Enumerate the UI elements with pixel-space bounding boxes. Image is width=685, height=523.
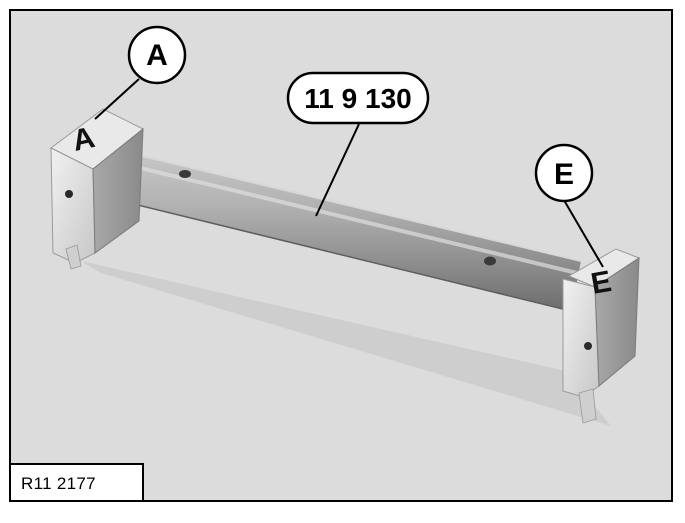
leader-line-e: [560, 194, 604, 268]
rod-hole: [179, 170, 191, 178]
rod-hole: [484, 256, 496, 266]
block-hole: [584, 342, 592, 350]
part-number-label: 11 9 130: [304, 83, 411, 114]
callout-e-label: E: [554, 158, 574, 191]
rod: [100, 147, 582, 312]
right-block: [562, 248, 641, 424]
callout-a-label: A: [146, 39, 168, 72]
left-block: [50, 108, 144, 270]
block-hole: [65, 190, 73, 198]
callout-e: E: [534, 143, 594, 203]
tool-shadow: [81, 261, 611, 426]
callout-part-number: 11 9 130: [286, 71, 430, 125]
callout-a: A: [127, 25, 187, 85]
figure-reference-box: R11 2177: [11, 463, 144, 500]
leader-line-part: [315, 123, 360, 217]
figure-reference: R11 2177: [21, 474, 96, 493]
leader-line-a: [94, 78, 140, 120]
tool-illustration: A E A 11 9 130 E: [50, 25, 641, 426]
figure-frame: A E A 11 9 130 E R11 2177: [9, 9, 673, 502]
